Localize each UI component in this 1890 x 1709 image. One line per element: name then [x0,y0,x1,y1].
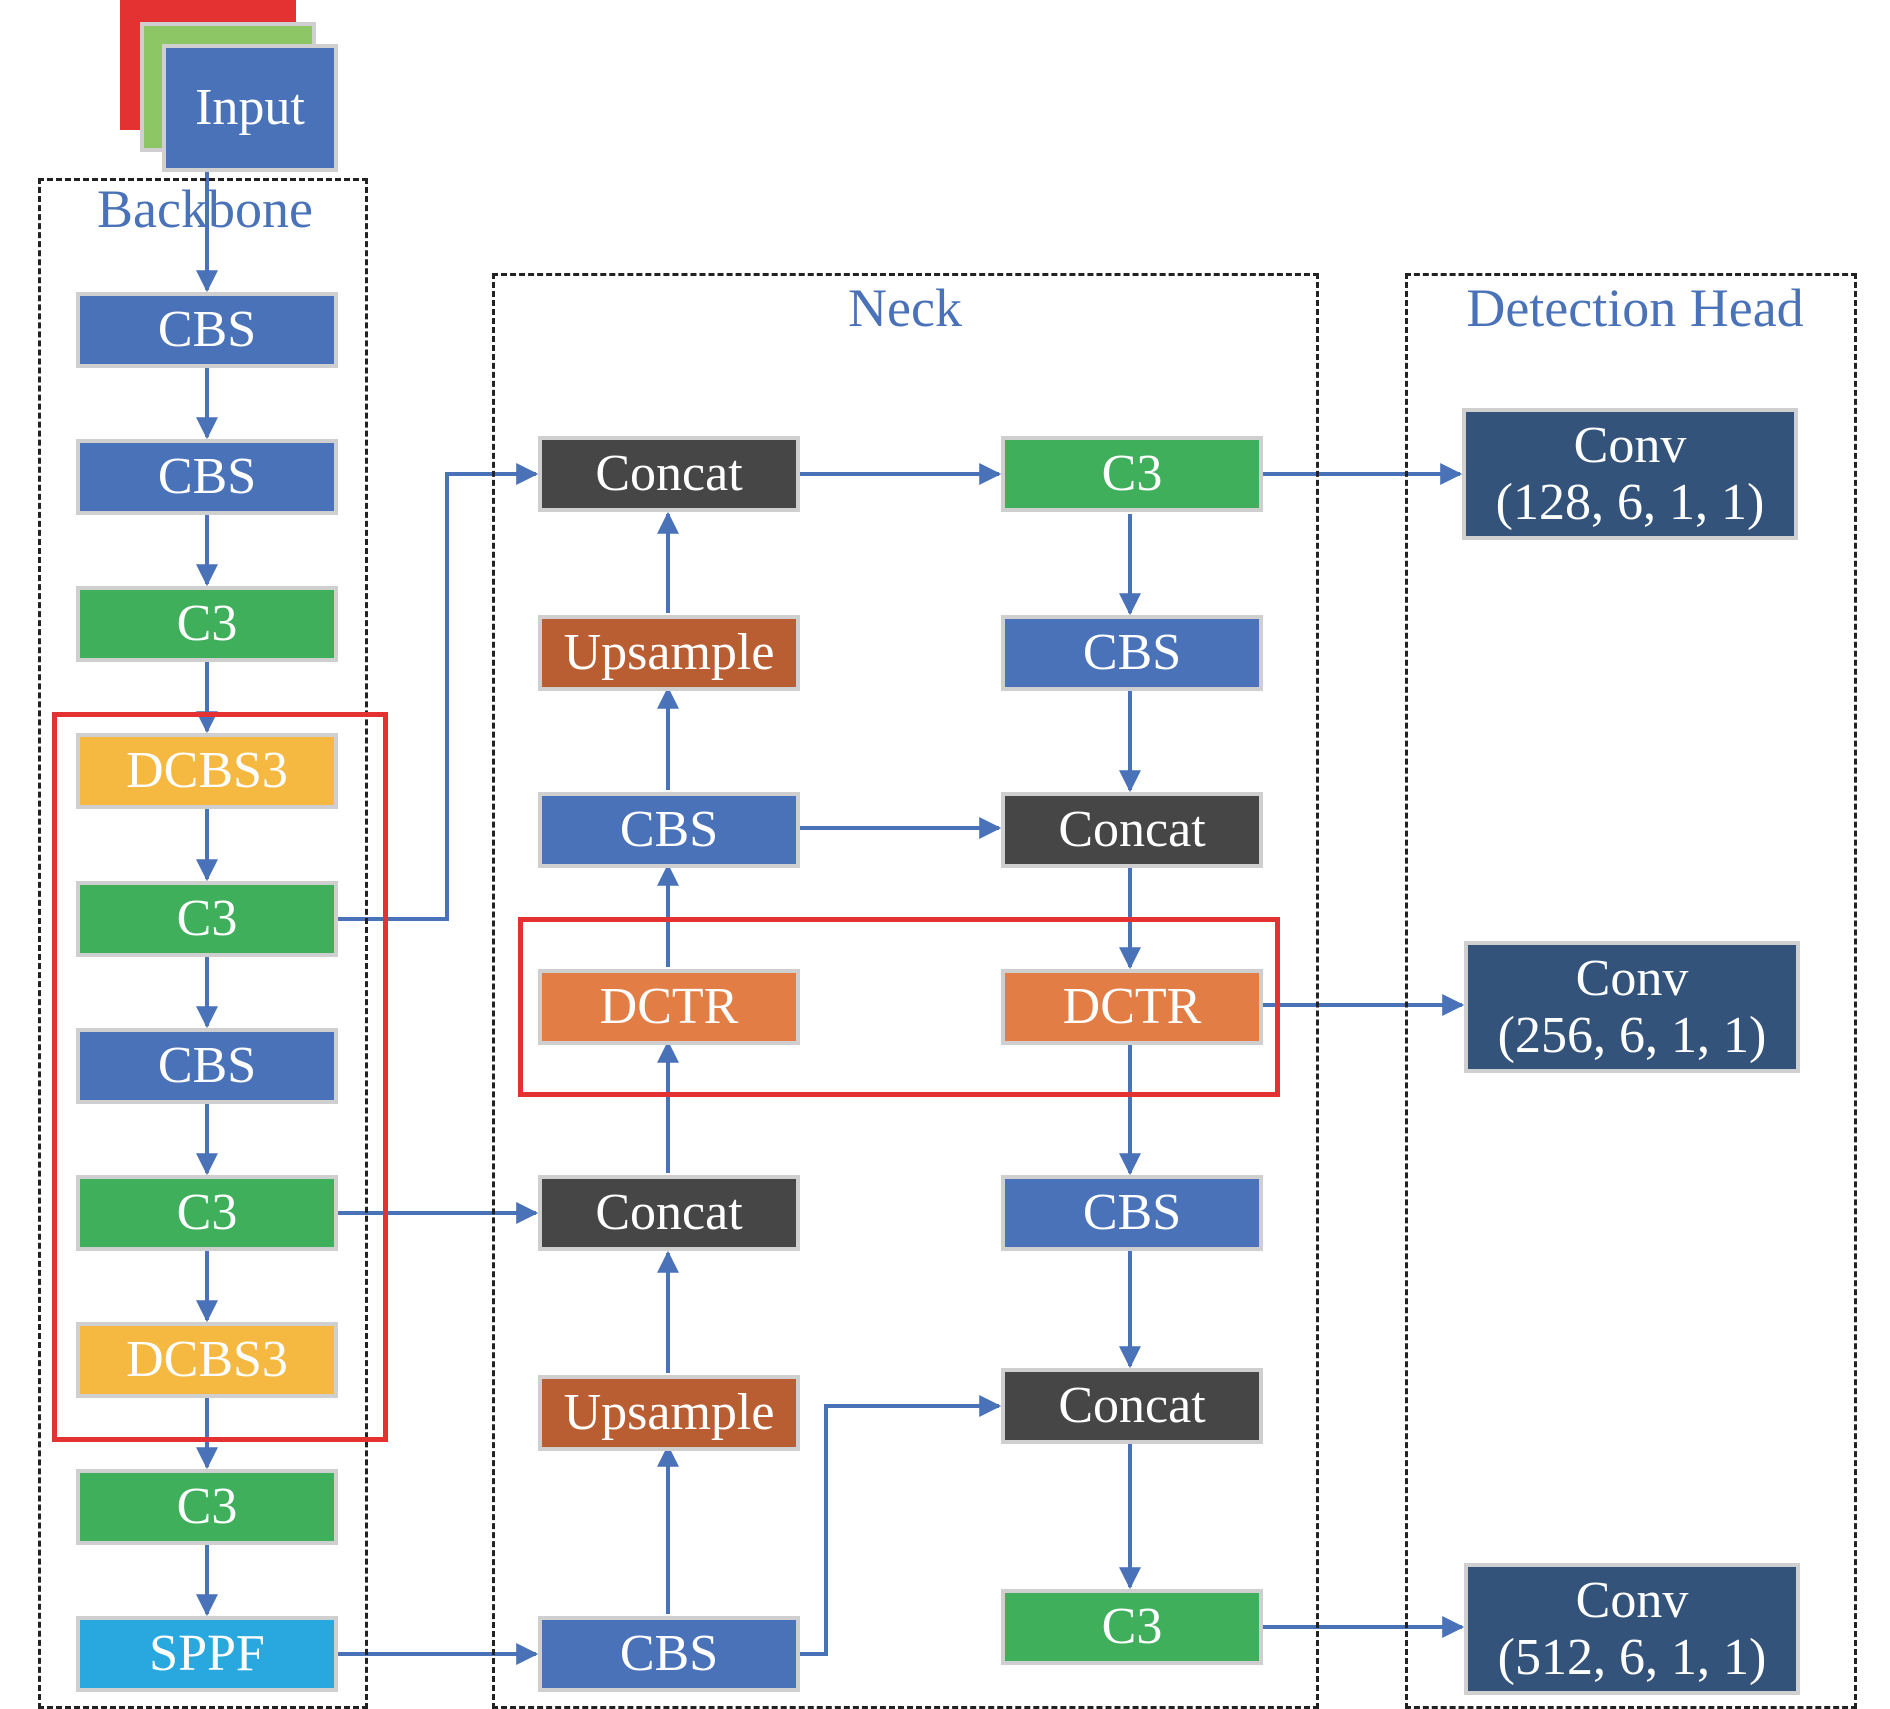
head-conv-256-title: Conv [1575,949,1689,1007]
backbone-dcbs3-1: DCBS3 [76,733,338,809]
neck-concat-4: Concat [1001,1368,1263,1444]
neck-concat-3: Concat [1001,792,1263,868]
neck-dctr-1: DCTR [538,969,800,1045]
backbone-c3-2: C3 [76,881,338,957]
backbone-cbs-1: CBS [76,292,338,368]
backbone-sppf: SPPF [76,1616,338,1692]
neck-upsample-2: Upsample [538,1375,800,1451]
edge-cbs2-to-concat4 [796,1395,1002,1656]
neck-cbs-4: CBS [1001,1175,1263,1251]
neck-cbs-1: CBS [538,792,800,868]
backbone-title: Backbone [97,179,313,239]
head-conv-128-params: (128, 6, 1, 1) [1495,474,1765,531]
neck-dctr-2: DCTR [1001,969,1263,1045]
neck-cbs-2: CBS [538,1616,800,1692]
neck-cbs-3: CBS [1001,615,1263,691]
backbone-c3-3: C3 [76,1175,338,1251]
neck-region [492,273,1319,1709]
head-conv-512-title: Conv [1575,1571,1689,1629]
backbone-cbs-3: CBS [76,1028,338,1104]
backbone-cbs-2: CBS [76,439,338,515]
head-conv-512-params: (512, 6, 1, 1) [1497,1629,1767,1686]
head-conv-128-title: Conv [1573,416,1687,474]
edge-c3-to-concat1 [333,463,539,921]
neck-c3-2: C3 [1001,1589,1263,1665]
detection-head-region [1405,273,1857,1709]
neck-upsample-1: Upsample [538,615,800,691]
head-conv-512: Conv (512, 6, 1, 1) [1464,1563,1800,1695]
neck-title: Neck [848,278,962,338]
detection-head-title: Detection Head [1466,278,1804,338]
head-conv-128: Conv (128, 6, 1, 1) [1462,408,1798,540]
neck-c3-1: C3 [1001,436,1263,512]
backbone-highlight-box [52,712,388,1442]
backbone-c3-1: C3 [76,586,338,662]
backbone-region [38,178,368,1709]
neck-concat-1: Concat [538,436,800,512]
head-conv-256-params: (256, 6, 1, 1) [1497,1007,1767,1064]
backbone-dcbs3-2: DCBS3 [76,1322,338,1398]
head-conv-256: Conv (256, 6, 1, 1) [1464,941,1800,1073]
neck-dctr-highlight-box [518,917,1280,1097]
input-block: Input [162,44,338,172]
neck-concat-2: Concat [538,1175,800,1251]
backbone-c3-4: C3 [76,1469,338,1545]
